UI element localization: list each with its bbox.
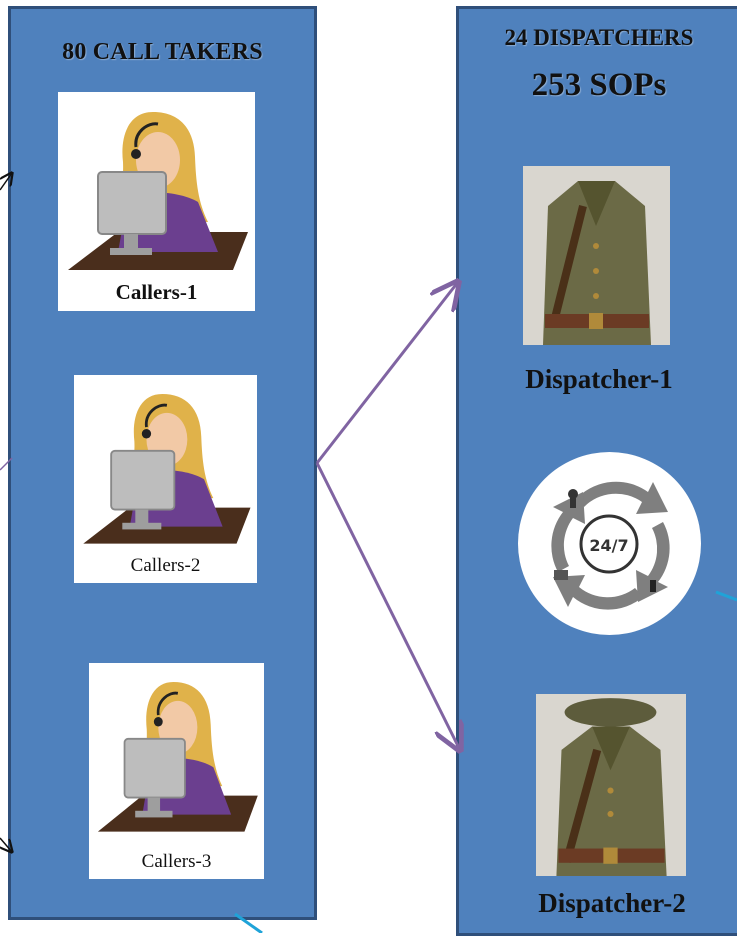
clock-text: 24/7 — [589, 536, 628, 555]
arrow-to-dispatcher-1 — [315, 282, 458, 464]
dispatchers-title: 24 DISPATCHERS — [504, 25, 694, 50]
caller-3-caption: Callers-3 — [141, 851, 212, 872]
call-taker-icon — [83, 393, 251, 544]
caller-card-3: Callers-3 — [89, 663, 264, 879]
call-taker-icon — [97, 681, 258, 832]
caller-2-caption: Callers-2 — [130, 555, 201, 576]
military-uniform-icon — [523, 166, 670, 345]
caller-card-1: Callers-1 — [58, 92, 255, 311]
sops-title: 253 SOPs — [531, 67, 667, 103]
caller-card-2: Callers-2 — [74, 375, 257, 583]
dispatcher-2-label: Dispatcher-2 — [538, 888, 686, 918]
dispatcher-1-label: Dispatcher-1 — [525, 364, 673, 394]
support-cycle-icon: 24/7 — [518, 452, 701, 635]
caller-1-caption: Callers-1 — [115, 280, 198, 304]
arrow-to-dispatcher-2 — [315, 462, 460, 750]
call-taker-icon — [68, 112, 248, 270]
call-takers-title: 80 CALL TAKERS — [62, 39, 263, 65]
military-uniform-icon — [536, 694, 686, 876]
